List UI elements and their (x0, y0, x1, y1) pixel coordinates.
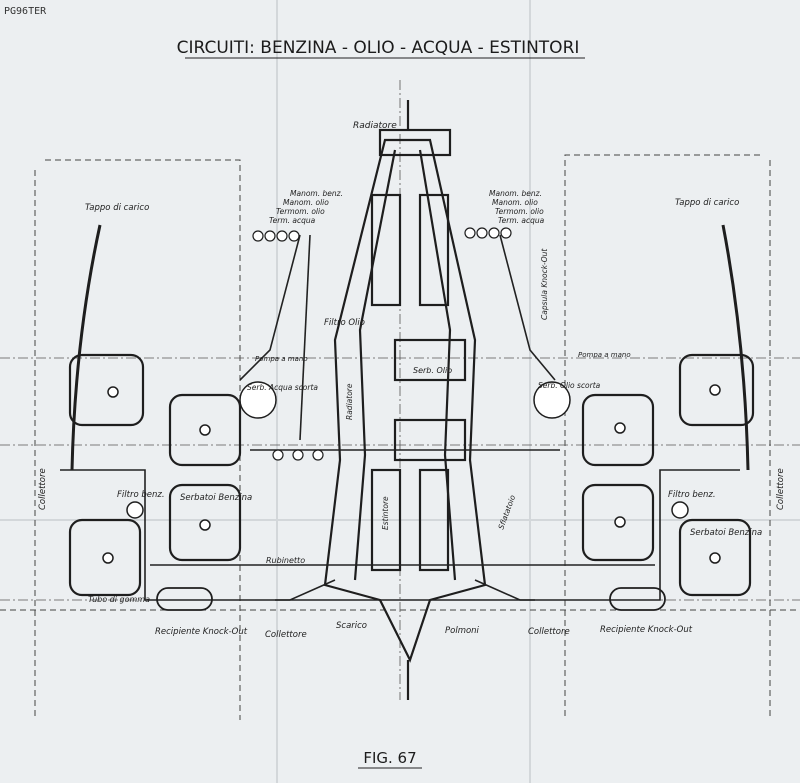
label-capsula: Capsula Knock-Out (540, 248, 549, 320)
label-serb-acqua: Serb. Acqua scorta (247, 383, 318, 392)
label-pompa-right: Pompa a mano (578, 351, 631, 359)
label-recipiente-left: Recipiente Knock-Out (155, 627, 248, 637)
label-collettore-bottom-left: Collettore (265, 630, 307, 640)
label-estintore: Estintore (381, 496, 390, 530)
label-recipiente-right: Recipiente Knock-Out (600, 625, 693, 635)
label-collettore-bottom-right: Collettore (528, 627, 570, 637)
label-termom-olio-left: Termom. olio (276, 207, 325, 216)
label-tappo-right: Tappo di carico (675, 198, 739, 208)
label-term-acqua-right: Term. acqua (498, 216, 545, 225)
label-sfiatatoio: Sfiatatoio (496, 493, 517, 530)
label-radiatore-vertical: Radiatore (345, 383, 354, 420)
label-serb-olio-scorta: Serb. Olio scorta (538, 381, 601, 390)
label-collettore-left: Collettore (38, 468, 48, 510)
label-manom-olio-left: Manom. olio (283, 198, 329, 207)
label-serbatoi-left: Serbatoi Benzina (180, 493, 252, 503)
label-termom-olio-right: Termom. olio (495, 207, 544, 216)
label-tubo-gomma: Tubo di gomma (88, 595, 150, 604)
label-radiatore-top: Radiatore (353, 121, 397, 131)
label-rubinetto: Rubinetto (266, 556, 305, 565)
label-scarico: Scarico (336, 621, 367, 631)
label-manom-benz-right: Manom. benz. (489, 189, 542, 198)
label-serbatoi-right: Serbatoi Benzina (690, 528, 762, 538)
diagram-title: CIRCUITI: BENZINA - OLIO - ACQUA - ESTIN… (177, 38, 580, 58)
corner-stamp: PG96TER (4, 6, 47, 17)
label-pompa-left: Pompa a mano (255, 355, 308, 363)
label-manom-benz-left: Manom. benz. (290, 189, 343, 198)
label-filtro-olio: Filtro Olio (324, 318, 365, 328)
label-polmoni: Polmoni (445, 626, 480, 636)
label-filtro-benz-right: Filtro benz. (668, 490, 716, 500)
label-term-acqua-left: Term. acqua (269, 216, 316, 225)
label-tappo-left: Tappo di carico (85, 203, 149, 213)
figure-caption: FIG. 67 (363, 749, 416, 767)
label-serb-olio: Serb. Olio (413, 366, 452, 375)
label-manom-olio-right: Manom. olio (492, 198, 538, 207)
label-filtro-benz-left: Filtro benz. (117, 490, 165, 500)
label-collettore-right: Collettore (776, 468, 786, 510)
